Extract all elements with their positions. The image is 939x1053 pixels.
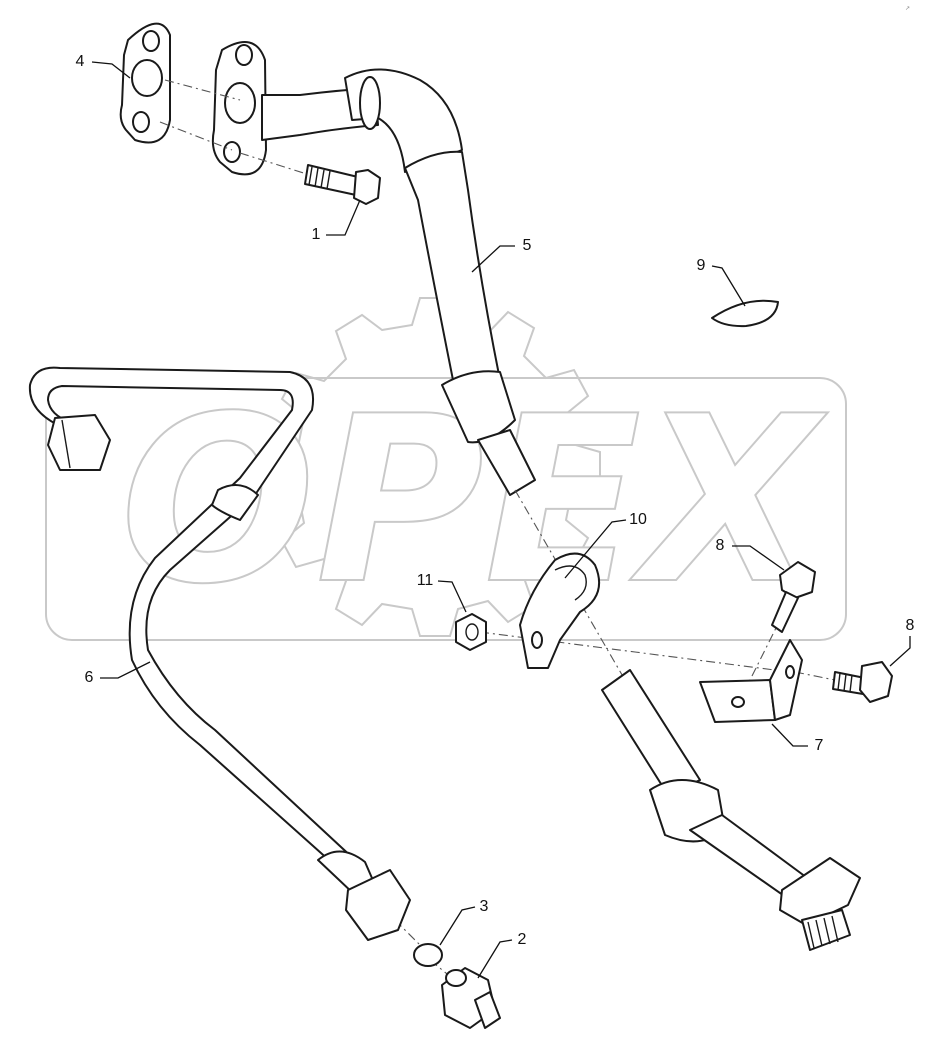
callout-label-8a: 8: [716, 537, 725, 554]
callout-2: 2: [477, 931, 527, 979]
callout-8b: 8: [889, 617, 915, 667]
callout-3: 3: [439, 898, 489, 946]
bolt-part-8-right: [832, 661, 893, 703]
callout-6: 6: [85, 661, 151, 686]
clamp-part-10: [519, 552, 600, 669]
callout-label-8b: 8: [906, 617, 915, 634]
callouts: 1 2 3 4 5 6 7 8: [76, 53, 915, 979]
callout-label-5: 5: [523, 237, 532, 254]
callout-label-2: 2: [518, 931, 527, 948]
tube-part-6: [28, 366, 411, 941]
callout-7: 7: [771, 723, 824, 754]
callout-1: 1: [312, 199, 361, 243]
callout-11: 11: [417, 572, 467, 613]
callout-label-4: 4: [76, 53, 85, 70]
callout-label-7: 7: [815, 737, 824, 754]
callout-5: 5: [471, 237, 532, 273]
callout-label-1: 1: [312, 226, 321, 243]
flange-pipe-part: [211, 41, 536, 496]
nut-part-11: [455, 613, 487, 651]
callout-label-10: 10: [629, 511, 647, 528]
pipe-part-5-lower: [601, 669, 861, 951]
callout-label-6: 6: [85, 669, 94, 686]
callout-8a: 8: [716, 537, 785, 571]
callout-10: 10: [564, 511, 647, 579]
callout-label-9: 9: [697, 257, 706, 274]
watermark-gear: [269, 297, 601, 637]
o-ring-part-3: [413, 943, 443, 967]
gasket-part: [119, 22, 171, 144]
bolt-part-8-upper: [771, 561, 816, 633]
callout-label-11: 11: [417, 572, 434, 589]
bracket-part-7: [699, 639, 803, 723]
key-part-9: [711, 299, 779, 328]
callout-9: 9: [697, 257, 746, 307]
callout-label-3: 3: [480, 898, 489, 915]
bolt-1: [304, 164, 381, 205]
fitting-part-2: [441, 967, 501, 1029]
corner-code: ↗: [905, 6, 910, 12]
watermark-band: [45, 377, 847, 641]
callout-4: 4: [76, 53, 131, 79]
